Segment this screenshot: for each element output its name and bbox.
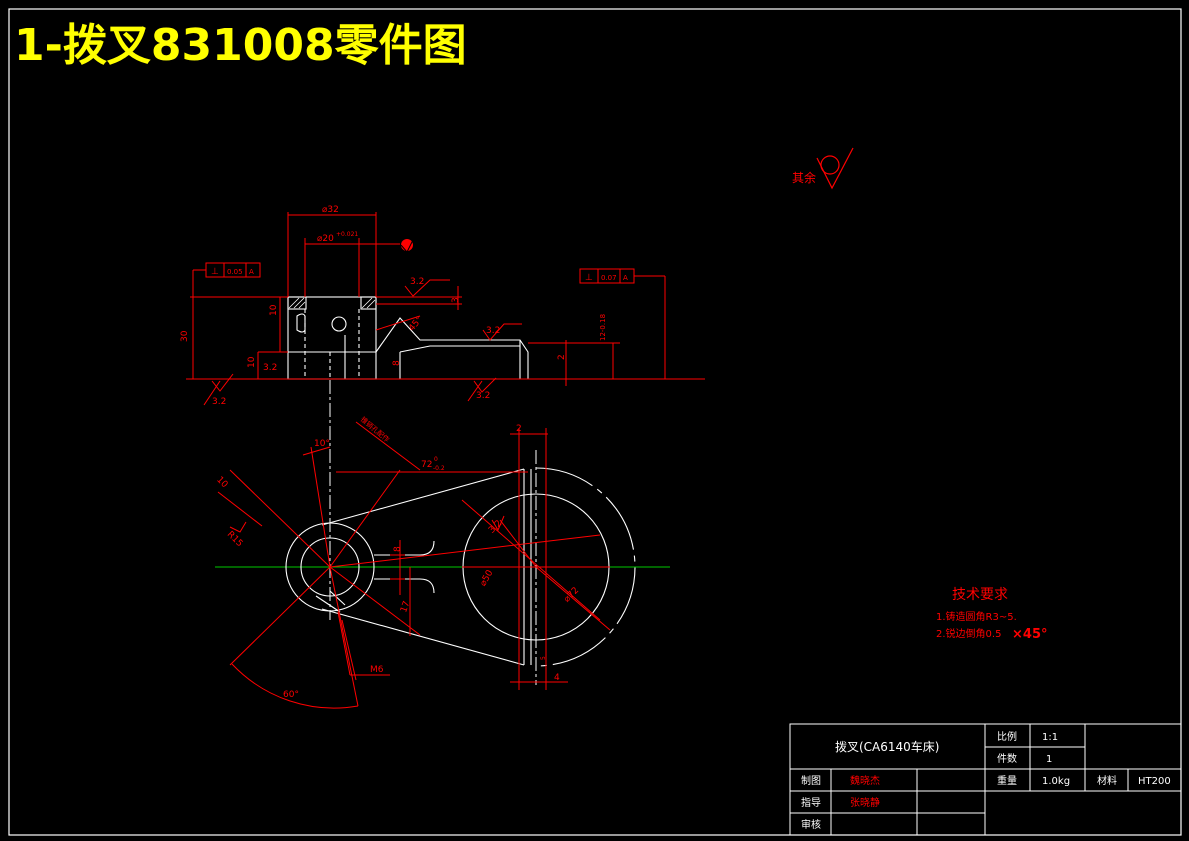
roughness-note: 其余 <box>792 147 854 190</box>
dim-12: 12-0.18 <box>599 314 607 341</box>
scale-value: 1:1 <box>1042 732 1058 743</box>
top-view: 10° 72 0 -0.2 2 10 R15 8 ⌀50 ⌀72 3.2 17 … <box>214 380 670 709</box>
circle-roughness-icon <box>816 147 854 190</box>
note-slanted: 锥销孔配作 <box>359 415 392 444</box>
weight-value: 1.0kg <box>1042 776 1070 787</box>
dim-dia50: ⌀50 <box>478 568 495 588</box>
dim-r15: R15 <box>225 530 245 550</box>
tech-requirements: 技术要求 1.铸造圆角R3~5. 2.锐边倒角0.5 ×45° <box>936 587 1047 642</box>
flatness-right-symbol: ⊥ <box>585 273 593 283</box>
rough-left: 3.2 <box>212 397 226 407</box>
guide-label: 指导 <box>801 796 821 809</box>
dim-72-tol-top: 0 <box>434 456 438 463</box>
dim-10-top: 10 <box>269 304 279 316</box>
dim-10-angled: 10 <box>214 475 229 490</box>
guide-name: 张晓静 <box>850 796 880 809</box>
dim-dia-outer: ⌀32 <box>322 205 339 215</box>
flatness-left-datum: A <box>249 268 254 276</box>
dim-8-top: 8 <box>393 546 403 552</box>
dim-2-top: 2 <box>516 424 522 434</box>
front-view: ⌀32 ⌀20 +0.021 ⊥ 0.05 A ⊥ 0.07 A 3.2 3.2… <box>180 205 705 407</box>
drawing-title: 1-拨叉831008零件图 <box>14 20 467 71</box>
dim-10-bottom: 10 <box>247 356 257 368</box>
dim-30: 30 <box>180 330 190 342</box>
flatness-left-symbol: ⊥ <box>211 267 219 277</box>
dim-5: 5 <box>540 656 547 660</box>
flatness-right-datum: A <box>623 274 628 282</box>
material-label: 材料 <box>1097 774 1117 787</box>
qty-value: 1 <box>1046 754 1052 765</box>
dim-dia-bore: ⌀20 <box>317 234 334 244</box>
rough-bottom: 3.2 <box>476 391 490 401</box>
dim-4: 4 <box>554 673 560 683</box>
roughness-label: 其余 <box>792 170 816 185</box>
dim-17: 17 <box>399 600 412 614</box>
dim-10deg: 10° <box>314 439 330 449</box>
tech-line2-prefix: 2.锐边倒角0.5 <box>936 627 1001 640</box>
dim-2: 2 <box>557 354 567 360</box>
dim-bore-tol: +0.021 <box>336 231 358 238</box>
dim-72-tol-bot: -0.2 <box>433 465 445 472</box>
check-label: 审核 <box>801 818 821 831</box>
rough-top: 3.2 <box>410 277 424 287</box>
datum-roughness-icon <box>400 237 415 253</box>
sheet-border <box>8 8 1182 836</box>
dim-3: 3 <box>451 297 461 303</box>
rough-mid: 3.2 <box>486 326 500 336</box>
dim-3-2-left: 3.2 <box>263 363 277 373</box>
flatness-right-value: 0.07 <box>601 274 617 282</box>
dim-60: 60° <box>283 690 299 700</box>
scale-label: 比例 <box>997 730 1017 743</box>
material-value: HT200 <box>1138 776 1171 787</box>
dim-72: 72 <box>421 460 432 470</box>
tech-line1: 1.铸造圆角R3~5. <box>936 610 1017 623</box>
tech-line2-suffix: ×45° <box>1012 627 1047 642</box>
flatness-left-value: 0.05 <box>227 268 243 276</box>
tech-title: 技术要求 <box>952 587 1008 603</box>
drawn-name: 魏晓杰 <box>850 774 880 787</box>
dim-8: 8 <box>392 360 402 366</box>
weight-label: 重量 <box>997 774 1017 787</box>
drawn-label: 制图 <box>801 774 821 787</box>
dim-45: 45° <box>407 315 425 334</box>
part-name: 拨叉(CA6140车床) <box>835 739 940 754</box>
qty-label: 件数 <box>997 752 1017 765</box>
dim-m6: M6 <box>370 665 384 675</box>
title-block: 拨叉(CA6140车床) 比例 1:1 件数 1 重量 1.0kg 材料 HT2… <box>789 723 1182 836</box>
